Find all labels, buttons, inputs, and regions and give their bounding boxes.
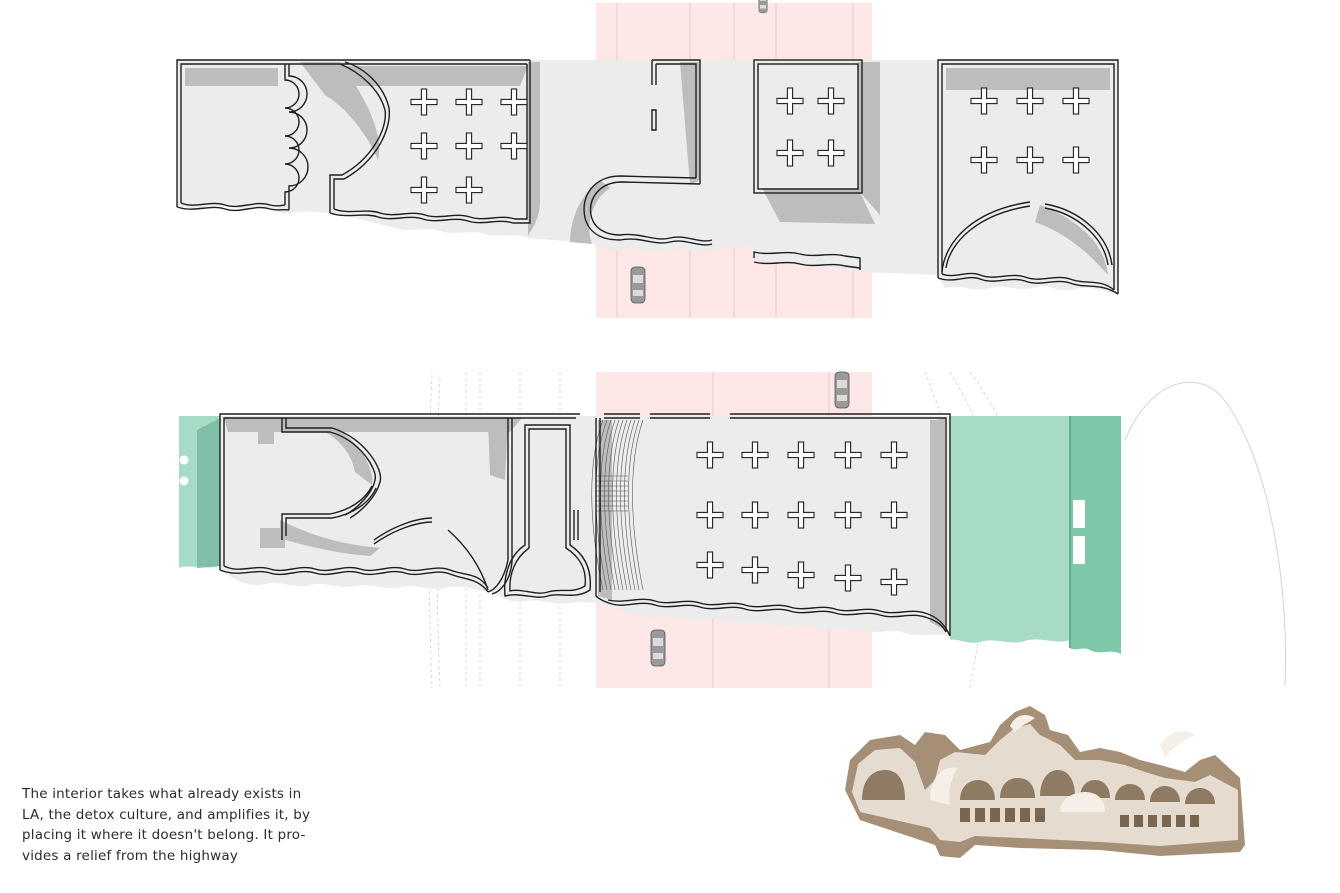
- green-block-right-dark: [1070, 416, 1121, 654]
- green-detail: [179, 455, 189, 465]
- green-block-left-shade: [197, 418, 220, 568]
- car-icon: [630, 266, 646, 304]
- model-highlights: [930, 714, 1195, 812]
- caption-line: LA, the detox culture, and amplifies it,…: [22, 806, 311, 823]
- green-marker: [1073, 500, 1085, 528]
- green-marker: [1073, 536, 1085, 564]
- stair-steps: [596, 475, 628, 512]
- section-model-image: [845, 706, 1245, 858]
- caption-line: vides a relief from the highway: [22, 847, 239, 864]
- upper-floor-plan: [176, 0, 1119, 318]
- green-block-right: [950, 416, 1070, 643]
- car-icon: [834, 371, 850, 409]
- floor-slab: [220, 416, 950, 636]
- walls-upper: [176, 59, 1119, 295]
- caption-text: The interior takes what already exists i…: [22, 784, 322, 866]
- car-icon: [650, 629, 666, 667]
- green-detail: [179, 476, 189, 486]
- caption-line: The interior takes what already exists i…: [22, 786, 302, 802]
- landscape-curve: [1124, 381, 1286, 686]
- stair-arc: [591, 419, 644, 591]
- wall-shadows: [185, 62, 1110, 275]
- model-cells: [960, 808, 1199, 827]
- walls-lower: [219, 413, 951, 637]
- caption-line: placing it where it doesn't belong. It p…: [22, 827, 306, 843]
- ground-floor-plan: [179, 371, 1286, 689]
- car-icon: [758, 0, 768, 14]
- model-arches: [862, 770, 1215, 804]
